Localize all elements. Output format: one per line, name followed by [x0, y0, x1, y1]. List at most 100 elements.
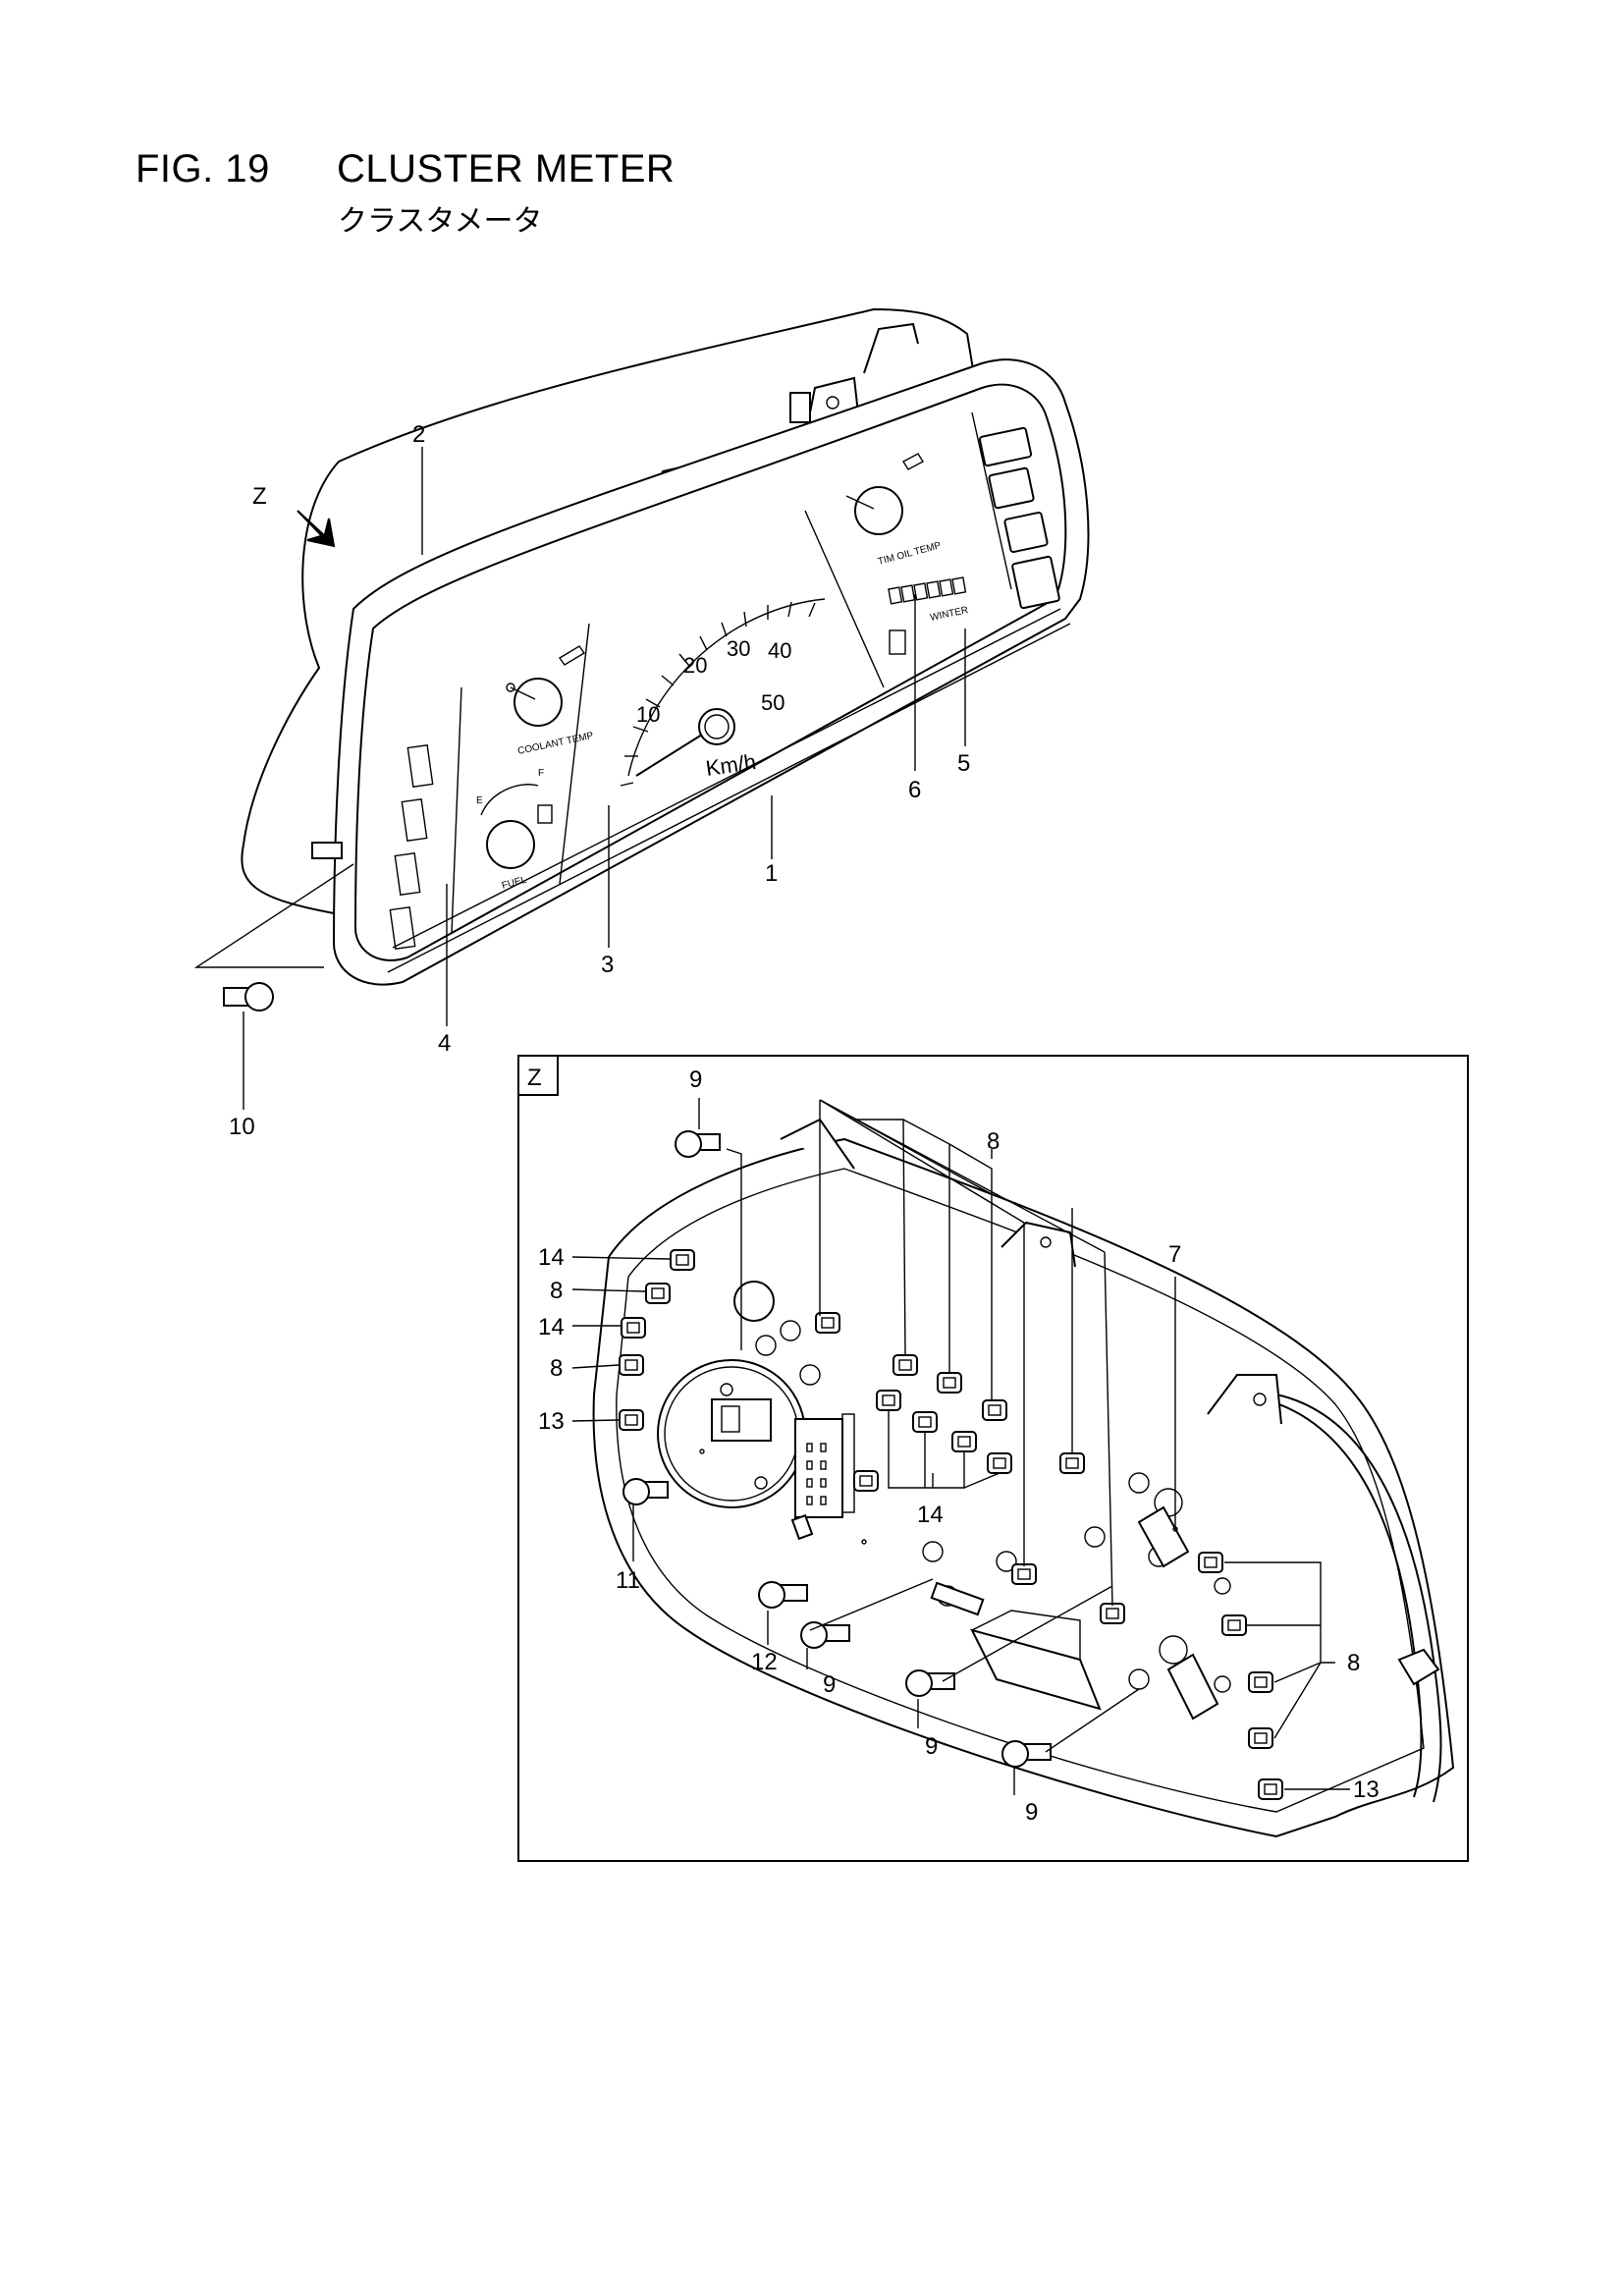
speedo-connector: [711, 1398, 772, 1442]
speedo-hub: [698, 708, 735, 745]
mount-hole: [1253, 1393, 1267, 1406]
callout-9-c: 9: [1025, 1799, 1038, 1826]
callout-11: 11: [616, 1567, 640, 1594]
detail-view-box: [517, 1055, 1469, 1862]
callout-4: 4: [438, 1030, 451, 1057]
callout-12: 12: [751, 1649, 778, 1675]
indicator-window: [406, 744, 434, 788]
mount-tab: [1207, 1374, 1282, 1425]
figure-number: FIG. 19: [135, 147, 270, 191]
callout-5: 5: [957, 750, 970, 777]
resistor: [1166, 1653, 1219, 1721]
mount-hole: [826, 396, 839, 410]
panel-edge: [559, 623, 590, 885]
callout-8-left-a: 8: [550, 1278, 563, 1304]
indicator-window: [394, 852, 421, 896]
indicator-square: [889, 629, 906, 655]
oil-temp-symbol: [902, 453, 924, 470]
speedo-needle: [635, 734, 703, 777]
speedo-mark-20: 20: [683, 653, 707, 678]
speedo-hub-inner: [704, 714, 730, 739]
switch-window: [1011, 555, 1060, 610]
switch-window: [978, 426, 1033, 467]
panel-edge: [451, 686, 462, 934]
screw-9-top: [675, 1130, 721, 1158]
coolant-gauge: [514, 678, 563, 727]
screw-9-b: [905, 1669, 955, 1697]
cluster-meter-assembly: COOLANT TEMP E F FUEL 10 20 30 40 50: [241, 307, 1090, 986]
speedo-mark-10: 10: [636, 702, 660, 727]
pin: [789, 392, 811, 423]
switch-window: [1003, 511, 1049, 554]
indicator-window: [401, 798, 428, 842]
terminal-block-side: [841, 1413, 855, 1513]
bezel-lower-line: [387, 623, 1071, 973]
screw-10: [223, 982, 274, 1011]
terminal-block-2-top: [971, 1610, 1081, 1660]
terminal-pins: [806, 1443, 827, 1505]
cluster-back-outline: [592, 1137, 1455, 1838]
callout-8-right: 8: [1347, 1650, 1360, 1676]
side-pin: [1397, 1648, 1440, 1686]
screw-hole: [720, 1383, 733, 1396]
mount-hole: [1040, 1236, 1052, 1248]
callout-9-b: 9: [925, 1733, 938, 1760]
side-pin: [311, 842, 343, 859]
front-bezel-inner: [353, 383, 1067, 961]
callout-1: 1: [765, 860, 778, 887]
screw-12: [758, 1581, 808, 1609]
mount-tab: [863, 322, 919, 374]
callout-14-left-a: 14: [538, 1244, 565, 1271]
screw-10-leader: [193, 863, 354, 968]
cluster-back-inner: [616, 1168, 1425, 1813]
cluster-back-rim: [1275, 1394, 1442, 1803]
callout-10: 10: [229, 1114, 255, 1140]
resistor: [1137, 1505, 1190, 1568]
speedo-tick-arc: [627, 598, 826, 777]
bulb-holders: [619, 1249, 1283, 1800]
callout-13-right: 13: [1353, 1777, 1380, 1803]
oil-temp-gauge: [854, 486, 903, 535]
detail-view-label: Z: [527, 1065, 542, 1091]
coolant-symbol: [558, 645, 586, 666]
screw-hole: [754, 1476, 768, 1490]
screw-dot: [506, 683, 515, 692]
terminal-block: [794, 1418, 843, 1518]
screw-11: [622, 1478, 669, 1505]
callout-8-top: 8: [987, 1128, 1000, 1155]
fuel-empty: E: [476, 795, 483, 806]
small-part: [790, 1513, 814, 1541]
screw-9-a: [800, 1621, 850, 1649]
panel-edge: [804, 510, 885, 688]
speedo-mark-30: 30: [727, 636, 750, 661]
switch-window: [988, 466, 1035, 510]
view-direction-arrow: [297, 510, 336, 548]
speedo-mark-50: 50: [761, 690, 784, 715]
fuse: [930, 1581, 985, 1616]
callout-13-left: 13: [538, 1408, 565, 1435]
mount-tab: [780, 1118, 855, 1170]
callout-2: 2: [412, 421, 425, 448]
speedo-ticks: [620, 601, 816, 787]
front-bezel: [332, 358, 1090, 986]
callout-9-top: 9: [689, 1066, 702, 1093]
callout-8-left-b: 8: [550, 1355, 563, 1382]
fuel-pump-icon: [537, 804, 553, 824]
indicator-strip: [888, 576, 967, 605]
callout-14-mid: 14: [917, 1502, 944, 1528]
rear-case: [241, 307, 984, 915]
fuel-gauge: [486, 820, 535, 869]
cluster-back-rim: [1236, 1394, 1423, 1798]
detail-view-label-box: [517, 1055, 559, 1096]
bezel-lower-line: [392, 608, 1061, 949]
figure-title: CLUSTER METER: [337, 147, 676, 191]
callout-14-left-b: 14: [538, 1314, 565, 1340]
figure-title-japanese: クラスタメータ: [338, 204, 543, 239]
panel-edge: [971, 411, 1012, 590]
mount-tab: [1001, 1221, 1076, 1268]
indicator-window: [389, 906, 416, 950]
callout-6: 6: [908, 777, 921, 803]
fuel-full: F: [538, 768, 544, 779]
callout-9-a: 9: [823, 1671, 836, 1698]
